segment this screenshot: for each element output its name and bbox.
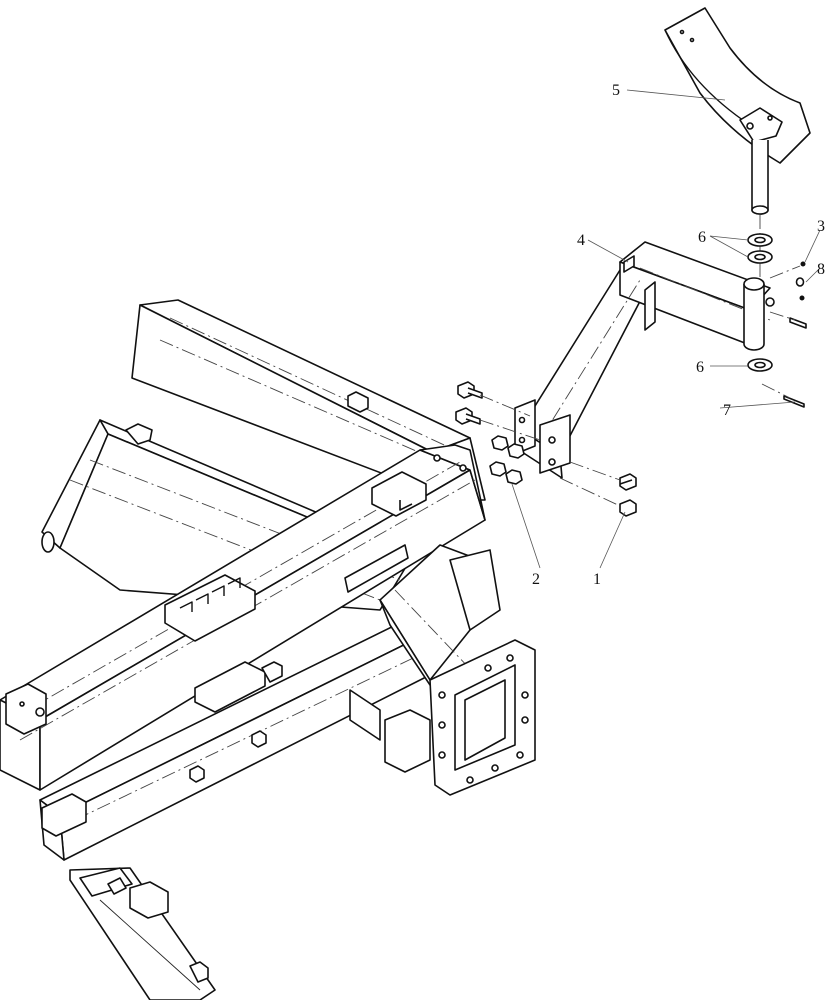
part-label-6-lower: 6 — [696, 359, 704, 376]
lower-frame-beam — [39, 617, 431, 861]
part-label-4: 4 — [577, 232, 585, 249]
leader-lines — [511, 89, 821, 569]
part-label-3: 3 — [817, 218, 825, 235]
part-label-6-upper: 6 — [698, 229, 706, 246]
bolts-part-1 — [455, 381, 637, 517]
mount-arm-weldment — [514, 241, 775, 479]
cotter-pins — [761, 311, 807, 408]
lower-left-assembly — [69, 867, 216, 1000]
support-cradle — [664, 7, 811, 280]
part-label-1: 1 — [593, 571, 601, 588]
main-front-beam — [0, 444, 486, 791]
nuts-part-2 — [489, 435, 525, 485]
flange-holes — [438, 654, 529, 784]
hitch-receiver-assembly — [349, 544, 536, 796]
part-label-8: 8 — [817, 261, 825, 278]
part-label-5: 5 — [612, 82, 620, 99]
washers-part-6 — [747, 233, 773, 372]
part-label-2: 2 — [532, 571, 540, 588]
part-label-7: 7 — [723, 402, 731, 419]
small-hardware-parts-3-8 — [769, 261, 806, 301]
part-labels: 5 4 6 6 3 8 7 2 1 — [532, 82, 825, 588]
